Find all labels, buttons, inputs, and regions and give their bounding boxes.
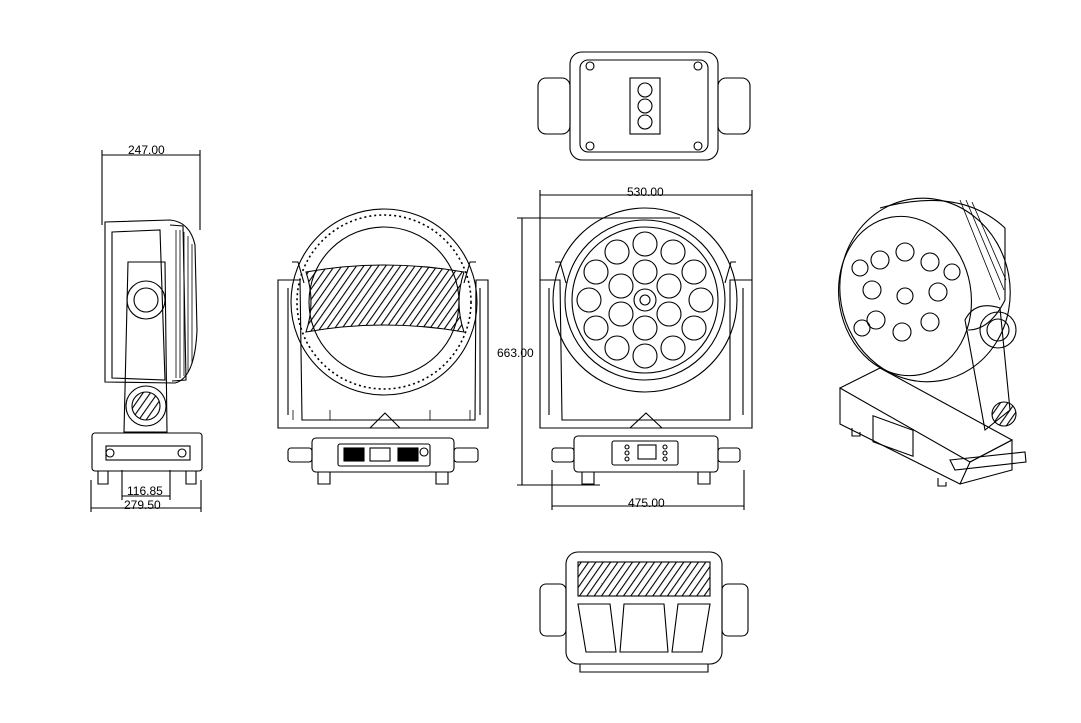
iso-view (837, 197, 1027, 487)
iso-led-array (851, 242, 961, 342)
dim-base-inner-width: 116.85 (127, 484, 163, 498)
dimension-labels: 247.00 116.85 279.50 530.00 663.00 475.0… (124, 143, 665, 512)
front-view (517, 190, 753, 510)
top-view (537, 51, 751, 161)
side-view (90, 150, 203, 512)
dim-base-width: 475.00 (628, 496, 665, 510)
dim-base-depth: 279.50 (124, 498, 161, 512)
dim-overall-width: 530.00 (627, 185, 664, 199)
rear-view (277, 208, 489, 485)
led-array (576, 231, 714, 369)
dim-overall-height: 663.00 (497, 346, 534, 360)
dim-side-depth: 247.00 (128, 143, 165, 157)
bottom-view (539, 551, 749, 673)
